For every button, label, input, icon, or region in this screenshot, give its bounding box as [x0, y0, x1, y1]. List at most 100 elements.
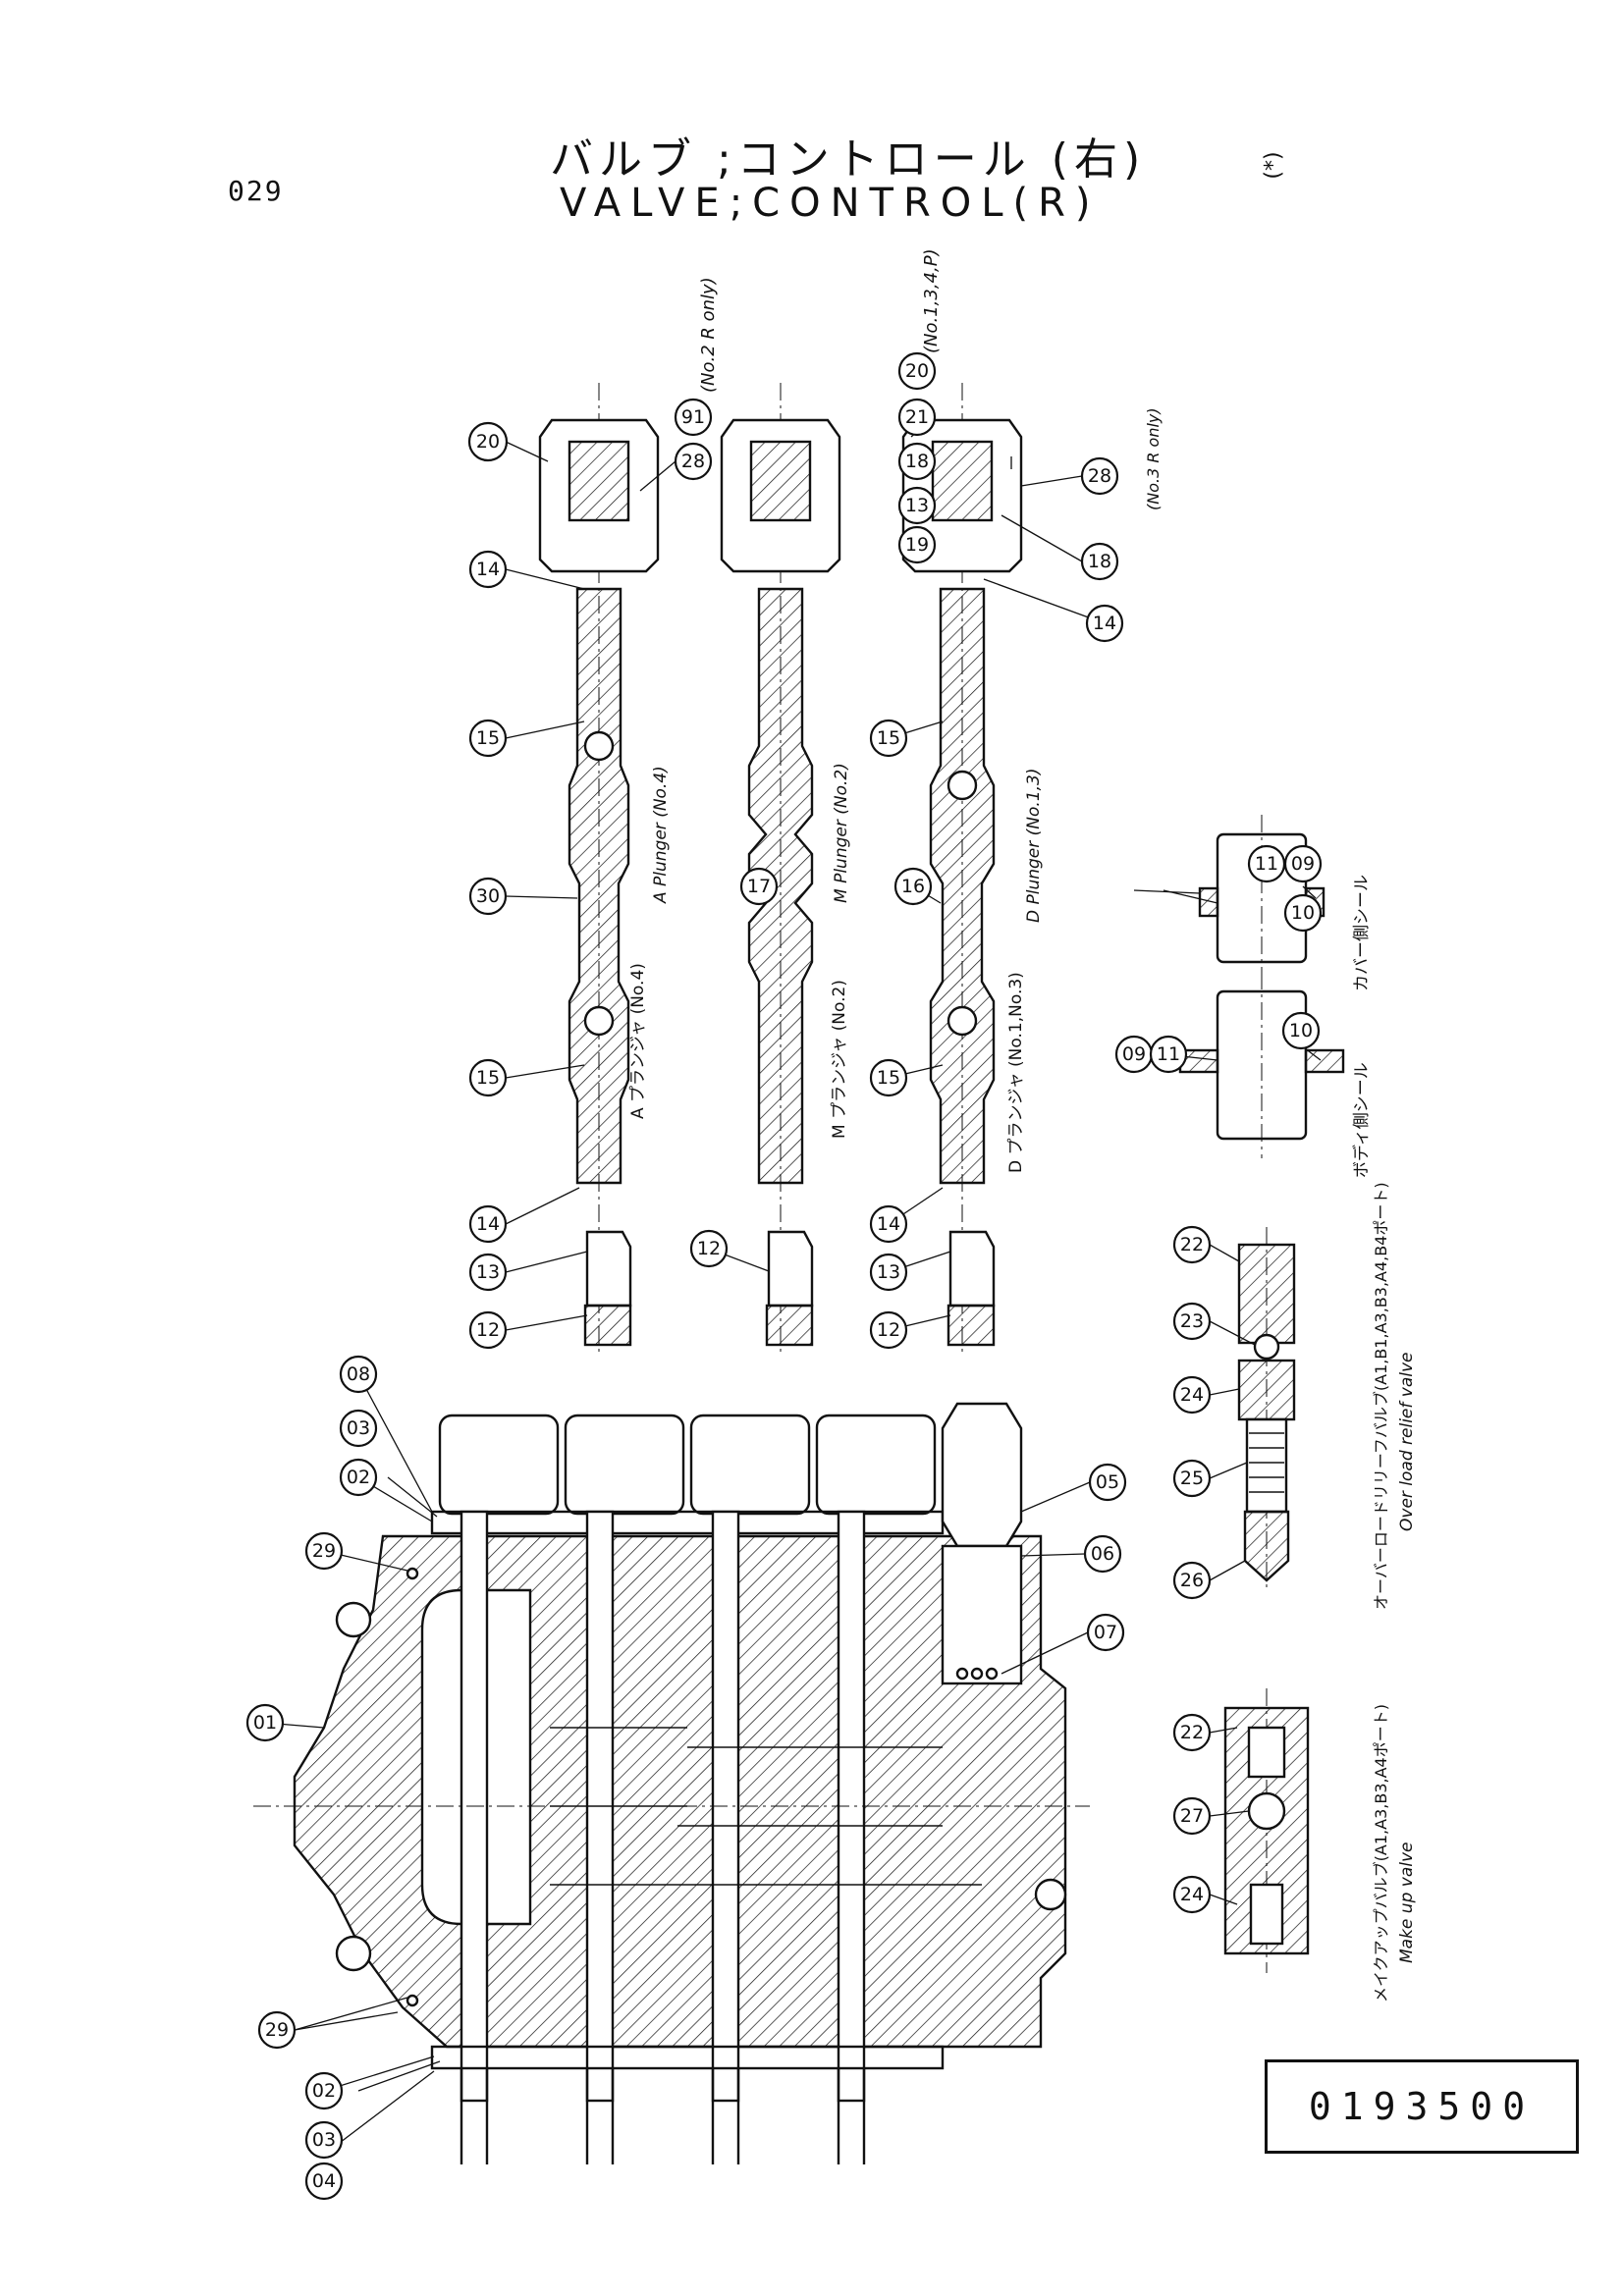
svg-text:09: 09 — [1122, 1043, 1146, 1065]
relief-valve-cartridge — [941, 1544, 1023, 1685]
spring-retainer-m — [749, 440, 812, 522]
svg-text:19: 19 — [905, 534, 929, 556]
callout-10-bottom: 10 — [1281, 1011, 1321, 1050]
plunger-a-poppet-bottom — [583, 1005, 615, 1037]
svg-text:29: 29 — [312, 1540, 336, 1562]
steel-ball-2 — [970, 1667, 984, 1681]
callout-17: 17 — [739, 867, 779, 906]
svg-text:14: 14 — [877, 1213, 900, 1235]
callout-22-top: 22 — [1172, 1225, 1212, 1264]
label-body-side-seal: ボディ側シール — [1351, 1062, 1372, 1178]
page-number: 029 — [228, 175, 284, 207]
plunger-a — [568, 587, 630, 1185]
cover-plate-bottom — [430, 2045, 945, 2070]
svg-text:20: 20 — [476, 431, 500, 453]
svg-text:22: 22 — [1180, 1234, 1204, 1255]
label-a-plunger-en: A Plunger (No.4) — [651, 766, 671, 904]
svg-text:15: 15 — [877, 1067, 900, 1089]
svg-text:04: 04 — [312, 2170, 336, 2192]
callout-06: 06 — [1083, 1534, 1122, 1574]
svg-text:28: 28 — [1088, 465, 1111, 487]
callout-20-right: 20 — [897, 351, 937, 391]
plug-29-top — [406, 1567, 419, 1580]
svg-text:14: 14 — [476, 559, 500, 580]
spacer-a — [583, 1304, 632, 1347]
note-no3r-only: (No.3 R only) — [1144, 407, 1163, 510]
svg-text:21: 21 — [905, 406, 929, 428]
spring-retainer-a — [568, 440, 630, 522]
spacer-m — [765, 1304, 814, 1347]
svg-text:11: 11 — [1157, 1043, 1180, 1065]
callout-07: 07 — [1086, 1613, 1125, 1652]
svg-text:06: 06 — [1091, 1543, 1114, 1565]
label-m-plunger-en: M Plunger (No.2) — [832, 763, 851, 903]
svg-text:10: 10 — [1289, 1020, 1313, 1041]
makeup-valve-seat — [1247, 1726, 1286, 1779]
note-no2r-only: (No.2 R only) — [698, 277, 719, 393]
svg-text:10: 10 — [1291, 902, 1315, 924]
callout-91: 91 — [674, 398, 713, 437]
svg-text:24: 24 — [1180, 1384, 1204, 1406]
label-makeup-en: Make up valve — [1397, 1842, 1417, 1963]
callout-05: 05 — [1088, 1463, 1127, 1502]
callout-02-bottom: 02 — [304, 2071, 344, 2110]
callout-28-left: 28 — [674, 442, 713, 481]
callout-18-left: 18 — [897, 442, 937, 481]
svg-text:28: 28 — [681, 451, 705, 472]
svg-text:23: 23 — [1180, 1310, 1204, 1332]
svg-text:01: 01 — [253, 1712, 277, 1734]
callout-01: 01 — [245, 1703, 285, 1742]
callout-11-top: 11 — [1247, 844, 1286, 883]
callout-12-left: 12 — [468, 1310, 508, 1350]
cover-plate-top — [430, 1510, 945, 1535]
svg-text:07: 07 — [1094, 1622, 1117, 1643]
relief-valve-piston — [1237, 1359, 1296, 1421]
title-english: VALVE;CONTROL(R) — [560, 181, 1101, 226]
svg-text:29: 29 — [265, 2019, 289, 2041]
drawing-number-box: 0193500 — [1265, 2059, 1579, 2154]
mounting-hole-bottom — [335, 1935, 372, 1972]
spacer-d — [947, 1304, 996, 1347]
callout-15-right-top: 15 — [869, 719, 908, 758]
svg-text:05: 05 — [1096, 1471, 1119, 1493]
callout-14-left-top: 14 — [468, 550, 508, 589]
callout-15-left-top: 15 — [468, 719, 508, 758]
svg-text:02: 02 — [312, 2080, 336, 2102]
callout-11-bottom: 11 — [1149, 1035, 1188, 1074]
svg-text:26: 26 — [1180, 1570, 1204, 1591]
label-d-plunger-jp: D プランジャ (No.1,No.3) — [1006, 972, 1026, 1173]
svg-text:16: 16 — [901, 876, 925, 897]
spool-cap-4 — [815, 1414, 937, 1516]
stopper-a — [585, 1230, 632, 1308]
spool-cap-3 — [689, 1414, 811, 1516]
callout-14-right-top: 14 — [1085, 604, 1124, 643]
plunger-a-group — [538, 383, 660, 1355]
callout-29-bottom: 29 — [257, 2010, 297, 2050]
spool-cap-2 — [564, 1414, 685, 1516]
title-japanese: バルブ ;コントロール (右) — [550, 134, 1147, 185]
callout-09-top: 09 — [1283, 844, 1323, 883]
callout-27: 27 — [1172, 1796, 1212, 1836]
svg-text:27: 27 — [1180, 1805, 1204, 1827]
svg-text:03: 03 — [312, 2129, 336, 2151]
callout-23: 23 — [1172, 1302, 1212, 1341]
svg-text:30: 30 — [476, 885, 500, 907]
spring-retainer-d — [931, 440, 994, 522]
svg-text:15: 15 — [476, 727, 500, 749]
callout-26: 26 — [1172, 1561, 1212, 1600]
callout-29-top: 29 — [304, 1531, 344, 1571]
label-overload-relief-en: Over load relief valve — [1397, 1353, 1417, 1532]
spool-cap-1 — [438, 1414, 560, 1516]
relief-valve-sleeve — [1237, 1243, 1296, 1345]
callout-12-mid: 12 — [689, 1229, 729, 1268]
callout-03-top: 03 — [339, 1409, 378, 1448]
svg-text:14: 14 — [476, 1213, 500, 1235]
plunger-m-group — [720, 383, 841, 1355]
overload-relief-valve — [1237, 1227, 1296, 1590]
label-d-plunger-en: D Plunger (No.1,3) — [1024, 769, 1044, 923]
callout-25: 25 — [1172, 1459, 1212, 1498]
svg-text:15: 15 — [476, 1067, 500, 1089]
label-cover-side-seal: カバー側シール — [1352, 875, 1372, 991]
drawing-number: 0193500 — [1308, 2085, 1536, 2128]
